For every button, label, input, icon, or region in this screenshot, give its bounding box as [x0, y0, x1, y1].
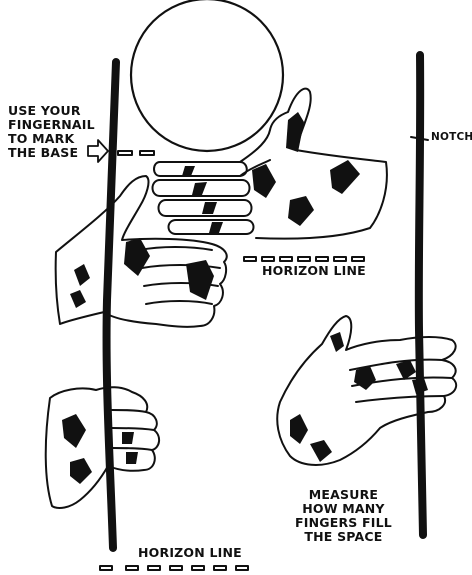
left-stick — [107, 62, 116, 548]
measure-instruction-line-3: FINGERS FILL — [295, 516, 392, 530]
measure-instruction-line-1: MEASURE — [295, 488, 392, 502]
horizon-dashes-bottom — [100, 566, 248, 570]
notch-label: NOTCH — [431, 132, 472, 144]
measure-instruction-label: MEASURE HOW MANY FINGERS FILL THE SPACE — [295, 488, 392, 544]
fingernail-instruction-line-4: THE BASE — [8, 146, 95, 160]
measure-instruction-line-4: THE SPACE — [295, 530, 392, 544]
right-stick — [419, 55, 423, 535]
base-mark-dashes — [118, 151, 154, 155]
fingernail-instruction-line-1: USE YOUR — [8, 104, 95, 118]
fingernail-instruction-line-2: FINGERNAIL — [8, 118, 95, 132]
sun — [131, 0, 283, 151]
measure-instruction-line-2: HOW MANY — [295, 502, 392, 516]
fingernail-instruction-label: USE YOUR FINGERNAIL TO MARK THE BASE — [8, 104, 95, 160]
horizon-line-label-bottom: HORIZON LINE — [138, 546, 242, 560]
upper-hand-shading — [182, 112, 360, 233]
horizon-line-label-top: HORIZON LINE — [262, 264, 366, 278]
fingernail-instruction-line-3: TO MARK — [8, 132, 95, 146]
upper-hand — [153, 89, 387, 239]
horizon-dashes-top — [244, 257, 364, 261]
grip-hand — [46, 387, 159, 508]
open-palm — [277, 316, 456, 465]
